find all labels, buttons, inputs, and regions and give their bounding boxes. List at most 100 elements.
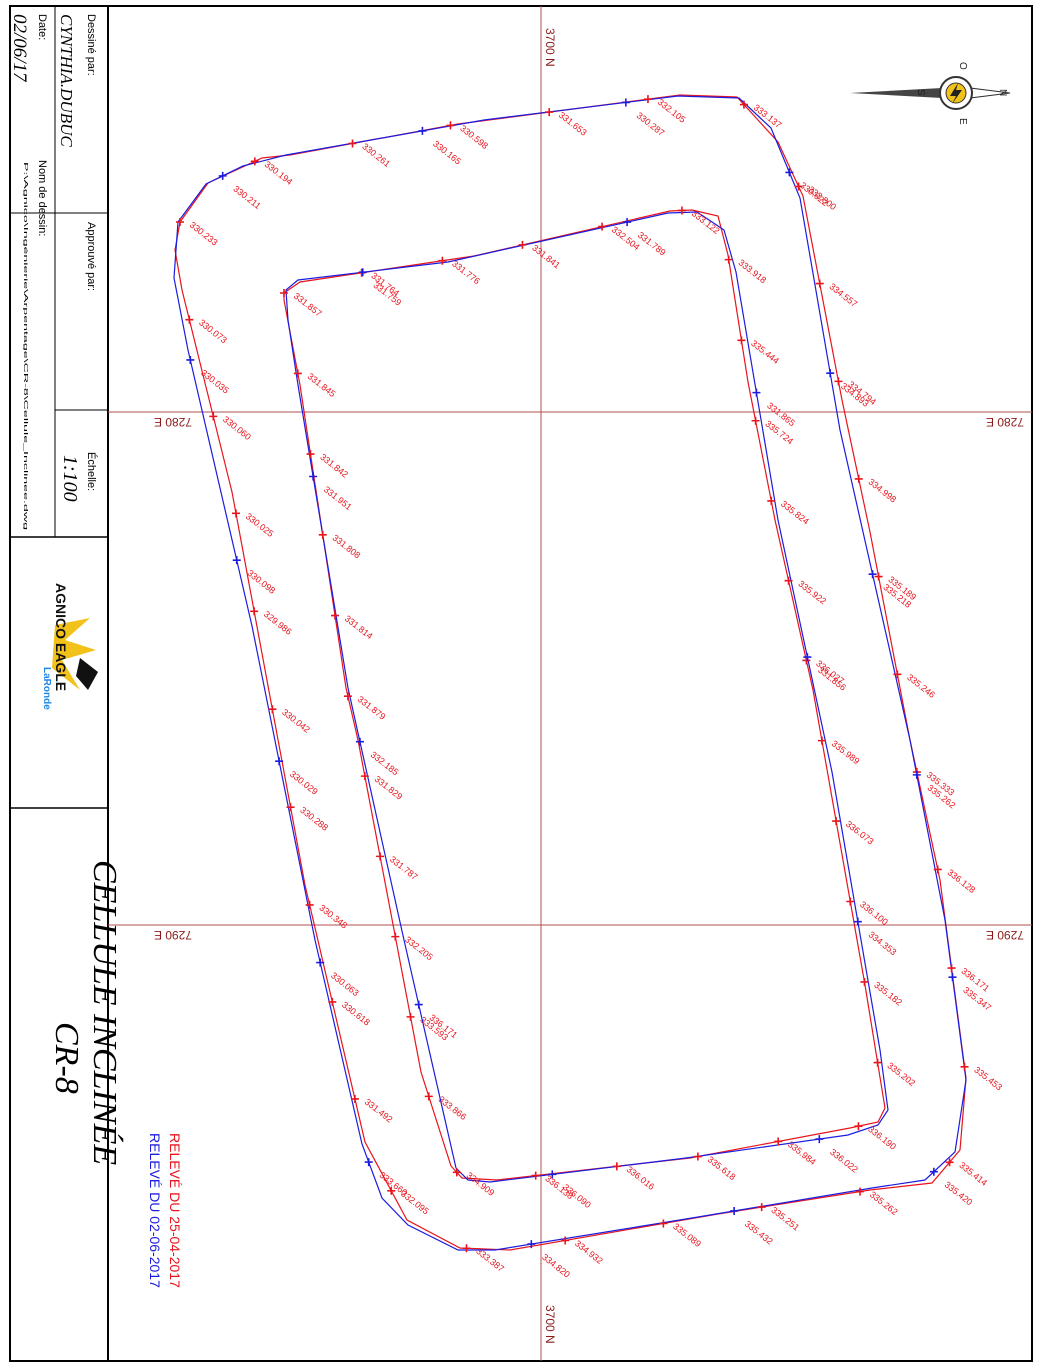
survey-point-marker (218, 171, 227, 180)
survey-point-marker (518, 240, 527, 249)
survey-point-marker (803, 653, 812, 662)
elevation-label: 335.246 (905, 672, 937, 700)
survey-point-marker (873, 1058, 882, 1067)
elevation-label: 334.932 (573, 1238, 605, 1266)
legend-red-label: RELEVÉ DU 25-04-2017 (167, 1133, 183, 1288)
survey-point-marker (414, 1000, 423, 1009)
elevation-label: 330.288 (298, 805, 330, 833)
elevation-label: 330.063 (329, 970, 361, 998)
elevation-label: 330.348 (317, 903, 349, 931)
survey-point-marker (360, 772, 369, 781)
survey-point-marker (355, 737, 364, 746)
legend-blue-label: RELEVÉ DU 02-06-2017 (147, 1133, 163, 1288)
elevation-label: 335.432 (743, 1219, 775, 1247)
survey-point-marker (364, 1158, 373, 1167)
drawing-path: P:\Agnico\Ingénierie\Arpentage\CR-8\Cell… (22, 162, 28, 530)
inner-traverse-blue-line (285, 211, 889, 1183)
survey-point-marker (815, 279, 824, 288)
elevation-label: 334.557 (828, 281, 860, 309)
elevation-label: 331.857 (292, 291, 324, 319)
elevation-label: 331.829 (373, 774, 405, 802)
survey-point-marker (309, 472, 318, 481)
outer-traverse-blue (173, 95, 967, 1251)
elevation-label: 331.841 (530, 243, 562, 271)
elevation-label: 331.808 (331, 533, 363, 561)
survey-point-marker (305, 900, 314, 909)
elevation-label: 331.951 (322, 484, 354, 512)
drawn-by-label: Dessiné par: (85, 14, 97, 76)
grid-label-7280e-right: 7280 E (986, 415, 1024, 429)
elevation-label: 332.185 (369, 749, 401, 777)
survey-point-marker (948, 973, 957, 982)
date-value: 02/06/17 (9, 14, 30, 83)
survey-point-marker (286, 803, 295, 812)
grid-label-north-top: 3700 N (543, 28, 557, 67)
survey-point-marker (737, 336, 746, 345)
survey-point-marker (280, 289, 288, 297)
grid-label-7290e-left: 7290 E (154, 928, 192, 942)
survey-point-marker (856, 1187, 865, 1196)
elevation-label: 331.653 (557, 110, 589, 138)
north-arrow-n: N (997, 89, 1008, 96)
elevation-label: 330.165 (431, 139, 463, 167)
survey-point-marker (854, 1122, 863, 1131)
survey-point-marker (945, 1158, 954, 1167)
survey-point-marker (751, 416, 760, 425)
survey-point-marker (929, 1167, 938, 1176)
elevation-label: 333.918 (736, 257, 768, 285)
elevation-label: 335.182 (872, 980, 904, 1008)
survey-point-marker (912, 770, 921, 779)
elevation-label: 333.866 (437, 1094, 469, 1122)
logo-eagle-beak (76, 658, 98, 690)
survey-point-marker (834, 377, 843, 386)
elevation-label: 331.842 (318, 452, 350, 480)
survey-point-marker (860, 977, 869, 986)
survey-point-marker (250, 157, 259, 166)
grid-label-north-bottom: 3700 N (543, 1305, 557, 1344)
elevation-label: 334.820 (540, 1252, 572, 1280)
elevation-label: 334.353 (867, 929, 899, 957)
scale-value: 1:100 (59, 455, 81, 502)
survey-point-marker (462, 1244, 471, 1253)
elevation-label: 335.420 (943, 1179, 975, 1207)
elevation-label: 330.233 (188, 220, 220, 248)
company-logo: AGNICO EAGLE LaRonde (41, 583, 98, 710)
survey-point-marker (548, 1170, 557, 1179)
north-arrow-bolt (950, 83, 962, 104)
drawing-title-line1: CELLULE INCLINÉE (86, 860, 123, 1165)
survey-point-marker (815, 1135, 824, 1144)
survey-point-marker (757, 1203, 766, 1212)
survey-point-marker (318, 530, 327, 539)
logo-eagle-mark (52, 618, 96, 690)
survey-point-marker (250, 607, 259, 616)
survey-point-marker (832, 817, 841, 826)
outer-traverse-blue-line (173, 95, 967, 1251)
elevation-label: 335.444 (749, 338, 781, 366)
survey-point-marker (376, 852, 385, 861)
scale-label: Échelle: (85, 452, 98, 491)
elevation-label: 331.879 (356, 694, 388, 722)
elevation-label: 330.073 (197, 317, 229, 345)
survey-point-marker (612, 1162, 621, 1171)
elevation-label: 330.025 (244, 511, 276, 539)
elevation-label: 330.598 (458, 123, 490, 151)
survey-point-marker (561, 1236, 570, 1245)
elevation-label: 331.776 (450, 258, 482, 286)
north-arrow-e: E (957, 118, 968, 125)
survey-point-marker (232, 556, 241, 565)
elevation-label: 330.261 (360, 141, 392, 169)
survey-point-marker (268, 705, 277, 714)
survey-point-marker (186, 355, 195, 364)
outer-traverse-red (174, 94, 967, 1251)
survey-point-marker (387, 1186, 396, 1195)
elevation-label: 335.618 (706, 1154, 738, 1182)
north-arrow-shaft-left (850, 88, 942, 98)
survey-point-marker (598, 222, 607, 231)
survey-point-marker (531, 1171, 540, 1180)
drawn-by-value: CYNTHIA.DUBUC (57, 14, 76, 147)
elevation-label: 330.035 (199, 368, 231, 396)
elevation-label: 336.128 (946, 867, 978, 895)
logo-company-sub: LaRonde (41, 667, 52, 710)
elevation-label: 330.042 (280, 707, 312, 735)
inner-traverse-blue (285, 211, 889, 1183)
